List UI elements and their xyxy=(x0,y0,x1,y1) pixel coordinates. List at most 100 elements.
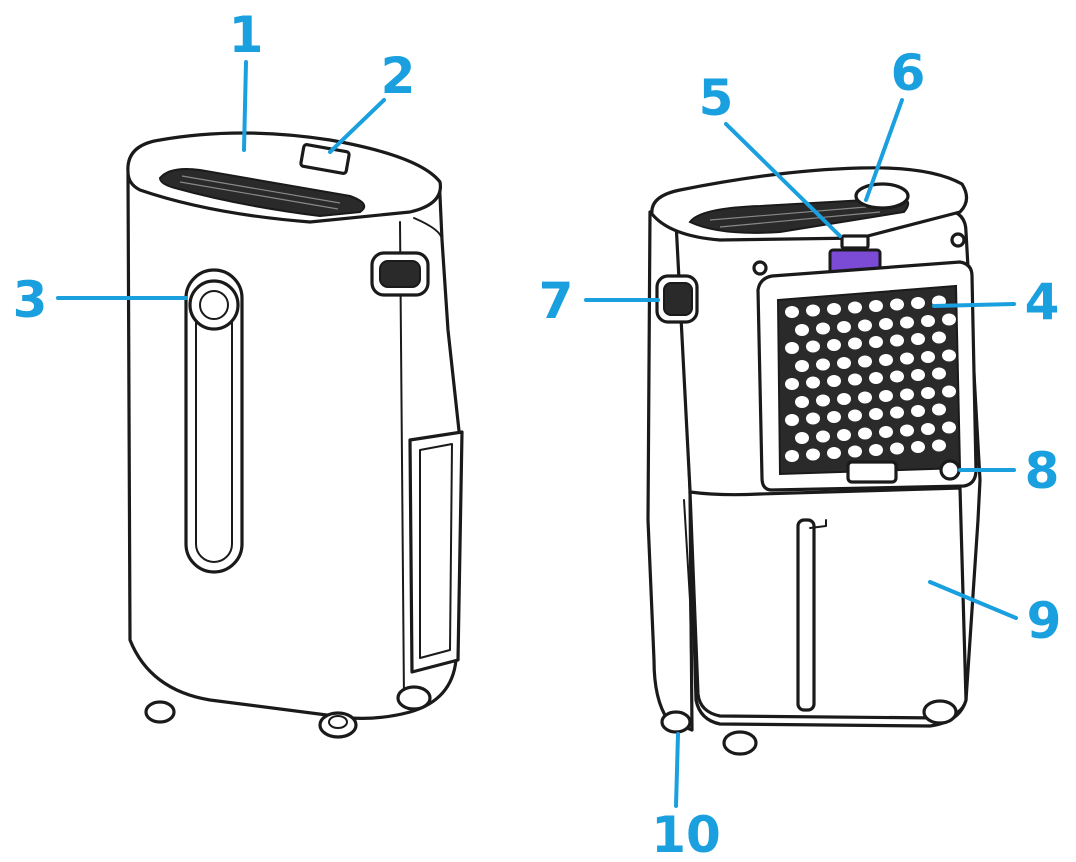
filter-cell xyxy=(932,331,946,344)
filter-cell xyxy=(785,378,799,390)
front-side-tank-inner xyxy=(419,443,453,659)
callout-3: 3 xyxy=(13,271,48,329)
back-bucket-gauge xyxy=(809,519,827,529)
filter-cell xyxy=(890,406,904,419)
filter-cell xyxy=(848,301,862,314)
front-window-slot xyxy=(184,268,244,574)
callout-4: 4 xyxy=(1025,273,1060,331)
back-casters xyxy=(660,699,958,756)
filter-cell xyxy=(795,432,809,444)
filter-cell xyxy=(785,306,799,318)
callout-1: 1 xyxy=(229,6,264,64)
filter-cell xyxy=(911,441,925,453)
back-side-handle-inner xyxy=(663,282,693,316)
leader-line-4 xyxy=(932,302,1016,308)
leader-line-10 xyxy=(674,732,680,808)
filter-cell xyxy=(879,354,893,366)
filter-cell xyxy=(942,421,956,434)
filter-cell xyxy=(795,396,809,408)
filter-cell xyxy=(879,426,893,438)
filter-cell xyxy=(869,408,883,420)
filter-cell xyxy=(900,352,914,365)
filter-cell xyxy=(890,298,904,311)
filter-cell xyxy=(837,357,851,369)
filter-cell xyxy=(806,448,820,461)
filter-cell xyxy=(900,424,914,437)
filter-cell xyxy=(837,321,851,333)
filter-cell xyxy=(921,423,935,435)
filter-cell xyxy=(879,318,893,330)
front-top-surface xyxy=(126,131,443,224)
filter-cell xyxy=(942,385,956,398)
filter-cell xyxy=(900,388,914,401)
front-control-panel xyxy=(299,143,351,175)
back-water-bucket xyxy=(688,486,968,720)
filter-cell xyxy=(890,442,904,455)
filter-cell xyxy=(858,391,872,404)
filter-cell xyxy=(848,337,862,350)
filter-cell xyxy=(785,414,799,426)
filter-cell xyxy=(911,369,925,381)
filter-cell xyxy=(942,313,956,326)
filter-cell xyxy=(827,411,841,423)
filter-cell xyxy=(827,339,841,351)
filter-cell xyxy=(869,444,883,456)
filter-cell xyxy=(911,333,925,345)
back-view-unit xyxy=(646,166,982,756)
leader-line-9 xyxy=(928,580,1018,620)
filter-cell xyxy=(858,355,872,368)
leader-line-6 xyxy=(864,98,904,202)
back-filter-cells xyxy=(785,295,956,462)
front-side-handle-inner xyxy=(379,260,421,288)
callout-labels: 1 2 3 4 5 6 7 8 9 10 xyxy=(13,6,1062,862)
filter-cell xyxy=(848,445,862,458)
front-side-tank xyxy=(408,430,464,674)
filter-cell xyxy=(816,430,830,443)
filter-cell xyxy=(900,316,914,329)
filter-cell xyxy=(879,390,893,402)
filter-cell xyxy=(932,403,946,416)
filter-cell xyxy=(837,429,851,441)
filter-cell xyxy=(785,450,799,462)
back-top-vent-lines xyxy=(709,204,891,228)
filter-cell xyxy=(816,322,830,335)
back-drain-knob xyxy=(939,459,961,481)
filter-cell xyxy=(869,336,883,348)
filter-cell xyxy=(795,360,809,372)
filter-cell xyxy=(858,427,872,440)
filter-cell xyxy=(921,315,935,327)
filter-cell xyxy=(795,324,809,336)
filter-cell xyxy=(848,409,862,422)
filter-cell xyxy=(837,393,851,405)
back-bucket-side xyxy=(683,499,693,711)
filter-cell xyxy=(806,376,820,389)
filter-cell xyxy=(890,370,904,383)
back-screw-left xyxy=(752,260,768,276)
filter-cell xyxy=(806,304,820,317)
back-top-handle xyxy=(854,182,910,210)
front-sensor-knob xyxy=(199,290,229,320)
filter-cell xyxy=(827,447,841,459)
back-screw-right xyxy=(950,232,966,248)
callout-2: 2 xyxy=(381,47,416,105)
front-side-edge xyxy=(399,221,405,701)
leader-line-2 xyxy=(328,98,386,154)
filter-cell xyxy=(806,412,820,425)
filter-cell xyxy=(921,387,935,399)
callout-10: 10 xyxy=(651,806,721,862)
filter-cell xyxy=(816,358,830,371)
filter-cell xyxy=(942,349,956,362)
filter-cell xyxy=(932,367,946,380)
filter-cell xyxy=(921,351,935,363)
filter-cell xyxy=(816,394,830,407)
callout-9: 9 xyxy=(1027,592,1062,650)
callout-7: 7 xyxy=(539,272,574,330)
filter-cell xyxy=(869,300,883,312)
filter-cell xyxy=(890,334,904,347)
back-bucket-window xyxy=(796,518,816,712)
leader-lines xyxy=(56,60,1018,808)
filter-cell xyxy=(869,372,883,384)
leader-line-5 xyxy=(724,122,842,238)
filter-cell xyxy=(858,319,872,332)
